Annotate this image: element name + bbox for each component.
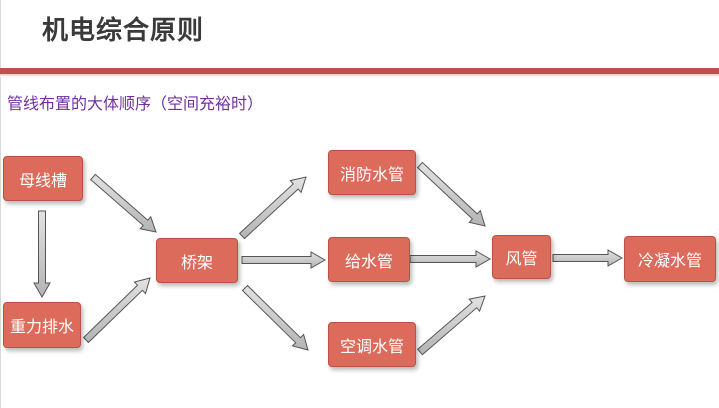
title-divider [0,68,719,74]
arrow-gravity-drain-to-cable-tray [82,277,151,344]
arrow-busway-to-gravity-drain [33,210,51,299]
arrow-fire-pipe-to-air-duct [416,161,486,227]
arrow-busway-to-cable-tray [89,173,157,233]
arrow-supply-pipe-to-air-duct [409,250,492,268]
arrow-air-duct-to-condensate-pipe [552,249,624,267]
node-condensate-pipe: 冷凝水管 [624,236,716,282]
node-fire-pipe: 消防水管 [328,150,416,195]
slide-left-edge [0,0,1,408]
node-air-duct: 风管 [492,235,551,279]
arrow-cable-tray-to-supply-pipe [241,251,327,269]
node-busway: 母线槽 [3,156,83,201]
node-supply-pipe: 给水管 [328,237,410,282]
node-gravity-drain: 重力排水 [3,302,81,348]
node-cable-tray: 桥架 [156,238,238,283]
node-hvac-pipe: 空调水管 [328,322,416,367]
arrow-cable-tray-to-hvac-pipe [241,284,309,351]
arrow-hvac-pipe-to-air-duct [416,295,486,356]
flow-arrows [33,161,624,356]
title-divider-shadow [0,74,719,77]
slide-title: 机电综合原则 [42,16,205,46]
slide-subtitle: 管线布置的大体顺序（空间充裕时） [7,94,264,113]
arrow-cable-tray-to-fire-pipe [238,176,307,240]
